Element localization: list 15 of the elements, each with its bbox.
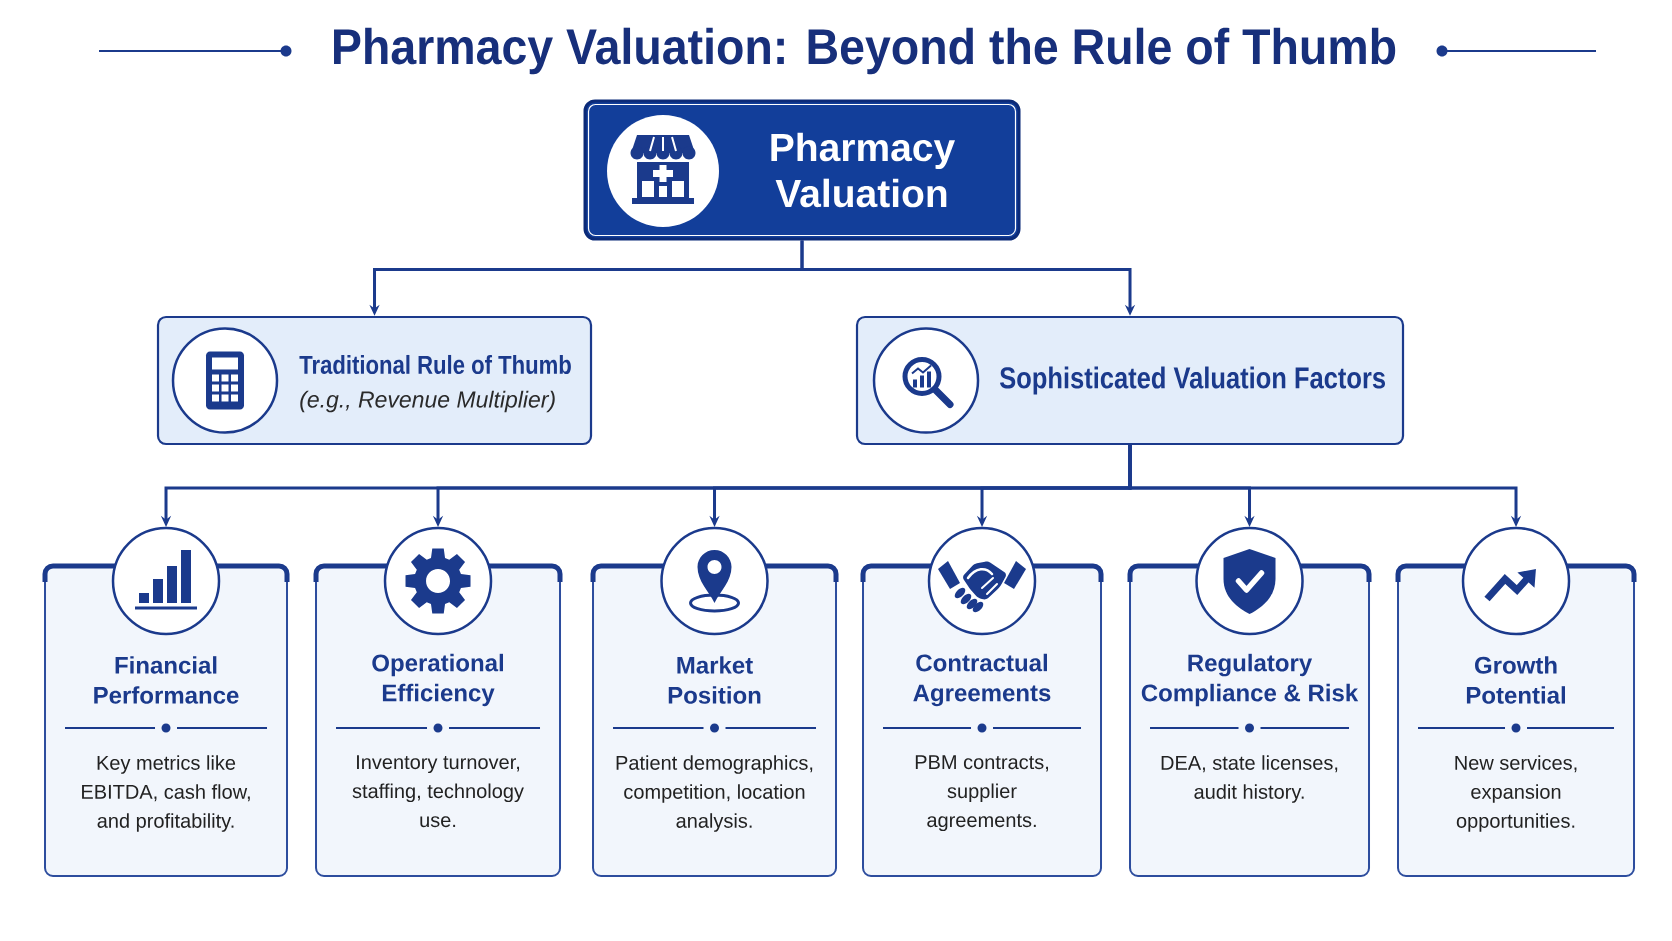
card-text: Patient demographics, competition, location analysis. — [616, 755, 813, 832]
box-heading: Traditional Rule of Thumb — [299, 354, 571, 375]
box-subheading: (e.g., Revenue Multiplier) — [300, 390, 555, 413]
card-heading: Regulatory Compliance & Risk — [1141, 653, 1359, 707]
card-text: DEA, state licenses, audit history. — [1161, 755, 1338, 803]
card-text: Inventory turnover, staffing, technology use. — [352, 755, 524, 828]
card-text: PBM contracts, supplier agreements. — [915, 755, 1048, 832]
card-heading: Financial Performance — [94, 656, 239, 704]
card-heading: Contractual Agreements — [913, 653, 1051, 707]
card-heading: Growth Potential — [1466, 656, 1565, 704]
card-heading: Operational Efficiency — [372, 653, 503, 707]
card-heading: Market Position — [668, 656, 761, 704]
title: Pharmacy Valuation: Beyond the Rule of Thumb — [334, 27, 1396, 75]
card-text: New services, expansion opportunities. — [1455, 755, 1577, 832]
card-text: Key metrics like EBITDA, cash flow, and profitability. — [82, 755, 250, 832]
